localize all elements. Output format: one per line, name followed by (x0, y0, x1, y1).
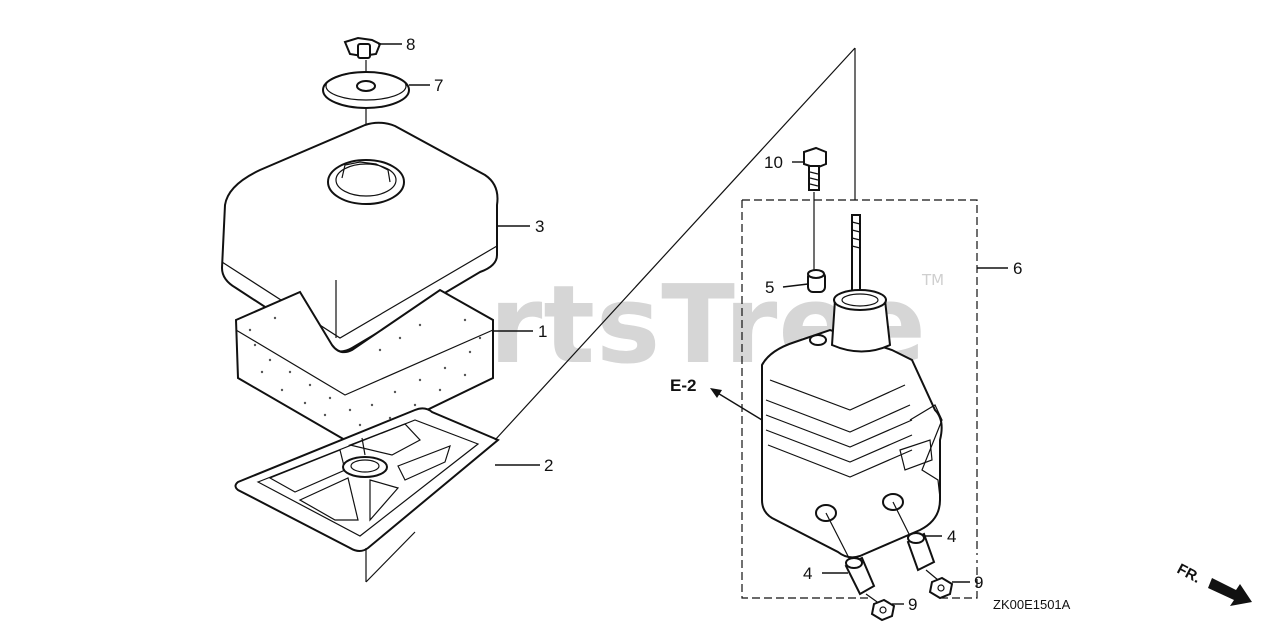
front-label: FR. (1174, 561, 1203, 587)
nut-right-part (925, 569, 954, 600)
cover-plate-part (322, 71, 410, 109)
front-direction-indicator: FR. (1174, 561, 1252, 606)
callout-3: 3 (535, 217, 544, 236)
reference-e2: E-2 (670, 376, 763, 421)
callout-4-right: 4 (947, 527, 956, 546)
stud-part (851, 214, 861, 296)
mount-rubber-right-part (892, 501, 936, 572)
callout-5: 5 (765, 278, 774, 297)
elbow-case-part (761, 289, 943, 559)
callout-6: 6 (1013, 259, 1022, 278)
callout-4-left: 4 (803, 564, 812, 583)
callout-7: 7 (434, 76, 443, 95)
callout-2: 2 (544, 456, 553, 475)
front-arrow-icon (1208, 578, 1252, 606)
callout-1: 1 (538, 322, 547, 341)
diagram-code: ZK00E1501A (993, 597, 1071, 612)
right-assembly (741, 146, 978, 622)
collar-part (807, 269, 826, 293)
trademark-mark: TM (921, 271, 944, 289)
bolt-part (803, 146, 827, 270)
callout-9-left: 9 (908, 595, 917, 614)
left-assembly (220, 36, 856, 583)
callout-10: 10 (764, 153, 783, 172)
wing-nut-part (343, 36, 382, 59)
callout-labels: 8 7 3 1 2 10 5 6 4 4 9 9 (378, 35, 1022, 614)
mount-rubber-left-part (825, 512, 876, 596)
air-cleaner-cover-part (220, 121, 499, 353)
nut-left-part (865, 593, 896, 622)
reference-arrow-icon (710, 388, 722, 398)
reference-label: E-2 (670, 376, 696, 395)
callout-9-right: 9 (974, 573, 983, 592)
filter-grid-part (234, 407, 500, 552)
callout-8: 8 (406, 35, 415, 54)
